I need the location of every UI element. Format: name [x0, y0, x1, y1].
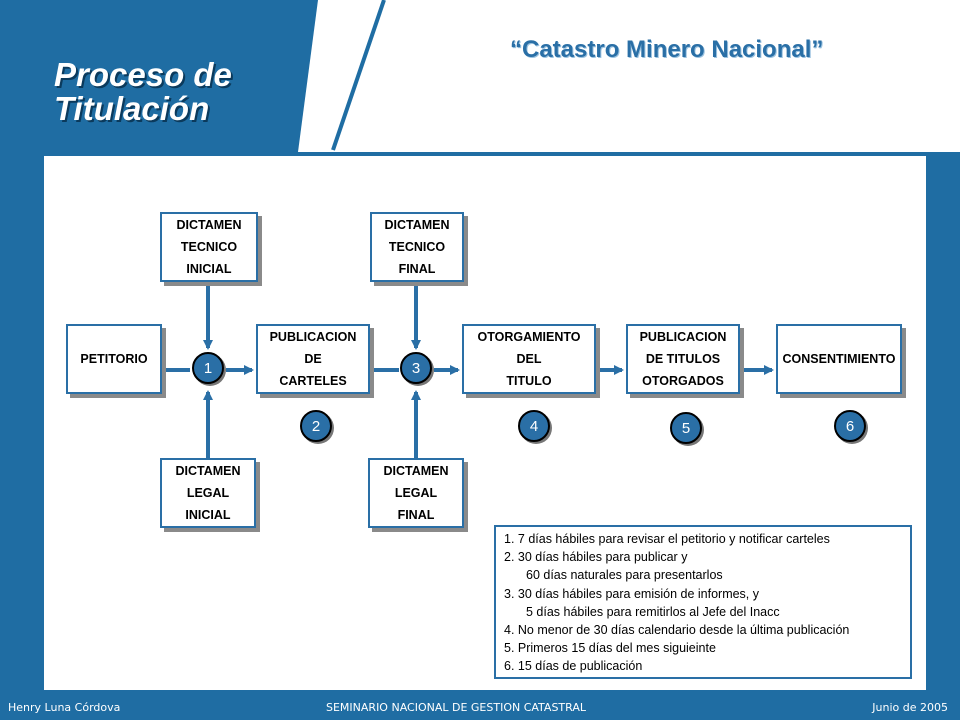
step-circle-6: 6	[834, 410, 866, 442]
box-label-line: PUBLICACION	[639, 330, 727, 344]
box-label-line: INICIAL	[185, 508, 231, 522]
box-label-line: PUBLICACION	[269, 330, 357, 344]
box-dictamen-legal-inicial: DICTAMEN LEGAL INICIAL	[160, 458, 256, 528]
box-label-line: TECNICO	[180, 240, 238, 254]
box-label-line: DICTAMEN	[383, 464, 449, 478]
title-line-1: Proceso de	[54, 56, 232, 93]
box-label-line: TITULO	[506, 374, 552, 388]
box-petitorio-label: PETITORIO	[80, 352, 148, 366]
box-label-line: OTORGAMIENTO	[477, 330, 581, 344]
box-publicacion-carteles: PUBLICACION DE CARTELES	[256, 324, 370, 394]
box-label-line: INICIAL	[186, 262, 232, 276]
box-label-line: FINAL	[398, 262, 436, 276]
note-line: 4. No menor de 30 días calendario desde …	[504, 623, 850, 638]
box-label-line: OTORGADOS	[642, 374, 724, 388]
box-publicacion-titulos: PUBLICACION DE TITULOS OTORGADOS	[626, 324, 740, 394]
footer-event: SEMINARIO NACIONAL DE GESTION CATASTRAL	[326, 701, 586, 714]
note-line: 6. 15 días de publicación	[504, 659, 643, 674]
title-line-2: Titulación	[54, 90, 210, 127]
step-circle-5: 5	[670, 412, 702, 444]
box-label-line: DICTAMEN	[175, 464, 241, 478]
box-dictamen-tecnico-final: DICTAMEN TECNICO FINAL	[370, 212, 464, 282]
box-label-line: TECNICO	[388, 240, 446, 254]
box-label-line: DICTAMEN	[384, 218, 450, 232]
note-line: 2. 30 días hábiles para publicar y	[504, 550, 688, 565]
box-dictamen-legal-final: DICTAMEN LEGAL FINAL	[368, 458, 464, 528]
step-circle-4: 4	[518, 410, 550, 442]
note-line: 5 días hábiles para remitirlos al Jefe d…	[526, 604, 780, 619]
box-label-line: DEL	[516, 352, 542, 366]
box-label-line: DICTAMEN	[176, 218, 242, 232]
box-otorgamiento: OTORGAMIENTO DEL TITULO	[462, 324, 596, 394]
note-line: 5. Primeros 15 días del mes siguieinte	[504, 641, 716, 656]
durations-notes: 1. 7 días hábiles para revisar el petito…	[494, 525, 912, 679]
step-circle-1: 1	[192, 352, 224, 384]
box-label-line: FINAL	[397, 508, 435, 522]
box-consentimiento-label: CONSENTIMIENTO	[782, 352, 896, 366]
box-dictamen-tecnico-inicial: DICTAMEN TECNICO INICIAL	[160, 212, 258, 282]
step-circle-2: 2	[300, 410, 332, 442]
box-label-line: DE	[304, 352, 322, 366]
note-line: 3. 30 días hábiles para emisión de infor…	[504, 586, 759, 601]
footer-date: Junio de 2005	[872, 701, 948, 714]
footer-author: Henry Luna Córdova	[8, 701, 121, 714]
note-line: 1. 7 días hábiles para revisar el petito…	[504, 532, 830, 546]
step-circle-3: 3	[400, 352, 432, 384]
note-line: 60 días naturales para presentarlos	[526, 568, 723, 583]
footer: Henry Luna Córdova SEMINARIO NACIONAL DE…	[0, 692, 960, 720]
box-label-line: CARTELES	[279, 374, 347, 388]
box-petitorio: PETITORIO	[66, 324, 162, 394]
box-label-line: DE TITULOS	[645, 352, 721, 366]
box-consentimiento: CONSENTIMIENTO	[776, 324, 902, 394]
box-label-line: LEGAL	[186, 486, 230, 500]
slide-subtitle: “Catastro Minero Nacional”	[510, 36, 824, 63]
box-label-line: LEGAL	[394, 486, 438, 500]
header-shape	[298, 0, 960, 152]
slide-title: Proceso de Titulación	[54, 58, 232, 126]
